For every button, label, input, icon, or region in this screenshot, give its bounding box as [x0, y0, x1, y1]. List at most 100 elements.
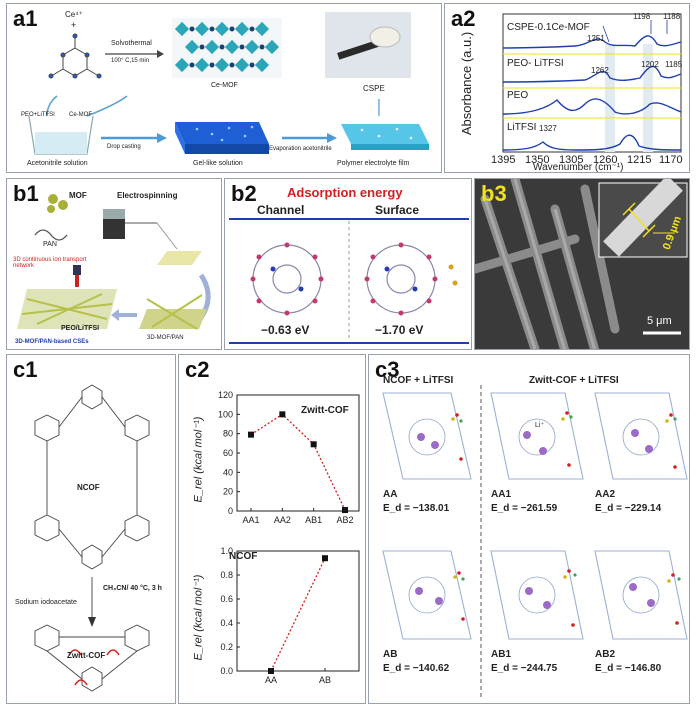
- a2-xtick: 1395: [491, 154, 516, 166]
- cell-energy: E_d = −261.59: [491, 503, 558, 514]
- gel-tray: [175, 122, 269, 154]
- panel-b1: b1 MOF Electrospinning PAN 3D continuous…: [6, 178, 222, 350]
- zwitt-ylabel: E_rel (kcal mol⁻¹): [192, 416, 205, 503]
- x-tick-label: AA: [265, 675, 277, 685]
- b2-title: Adsorption energy: [287, 185, 403, 200]
- c3-structures: [382, 385, 688, 699]
- x-tick-label: AB1: [305, 515, 322, 525]
- series-line: [250, 413, 346, 511]
- y-tick-label: 0.4: [220, 618, 233, 628]
- c2-label: c2: [185, 357, 210, 382]
- ce-mof-small-label: Ce-MOF: [69, 112, 92, 118]
- ce-mof-structure: [172, 18, 282, 78]
- c3-head-right: Zwitt-COF + LiTFSI: [529, 375, 619, 386]
- cell-name: AB: [383, 649, 398, 660]
- peak-1185: 1185: [665, 60, 683, 69]
- c3-label: c3: [375, 357, 400, 382]
- y-tick-label: 60: [223, 448, 233, 458]
- mof-pan-label: 3D-MOF/PAN: [147, 335, 184, 341]
- cell-energy: E_d = −138.01: [383, 503, 450, 514]
- c1-label: c1: [13, 357, 38, 382]
- y-tick-label: 1.0: [220, 546, 233, 556]
- peak-1262: 1262: [591, 66, 609, 75]
- cell-name: AA1: [491, 489, 512, 500]
- surface-label: Surface: [375, 203, 420, 217]
- ncof-label: NCOF: [77, 483, 100, 492]
- ftir-spectra: [502, 13, 682, 153]
- cell-energy: E_d = −229.14: [595, 503, 662, 514]
- cell-name: AB1: [491, 649, 512, 660]
- a2-xtick: 1170: [659, 154, 683, 166]
- a2-xlabel: Wavenumber (cm⁻¹): [533, 162, 624, 173]
- step3-label: Polymer electrolyte film: [337, 160, 410, 167]
- zwitt-cof-label: Zwitt-COF: [67, 651, 106, 660]
- x-tick-label: AA2: [274, 515, 291, 525]
- ce-ion-label: Ce⁴⁺: [65, 10, 83, 19]
- y-tick-label: 20: [223, 487, 233, 497]
- plus-sign: +: [71, 20, 77, 30]
- zwitt-chart-title: Zwitt-COF: [301, 405, 349, 416]
- cell-energy: E_d = −140.62: [383, 663, 450, 674]
- peak-1198: 1198: [633, 12, 651, 21]
- cses-label: 3D-MOF/PAN-based CSEs: [15, 339, 89, 345]
- channel-label: Channel: [257, 203, 305, 217]
- drop-casting-label: Drop casting: [107, 144, 141, 150]
- plot-frame: [236, 550, 360, 672]
- panel-a1: a1 Ce⁴⁺ + Solvothermal 100° C,15 min Ce-…: [6, 3, 442, 173]
- pan-label: PAN: [43, 241, 57, 248]
- reaction-conditions: CH₃CN/ 40 °C, 3 h: [103, 585, 162, 592]
- b1-label: b1: [13, 181, 39, 206]
- solvothermal-label: Solvothermal: [111, 40, 152, 47]
- panel-c3: c3 NCOF + LiTFSI Zwitt-COF + LiTFSI Li⁺ …: [368, 354, 690, 704]
- a1-label: a1: [13, 6, 38, 31]
- cell-name: AA: [383, 489, 398, 500]
- x-tick-label: AB2: [336, 515, 353, 525]
- panel-b2: b2 Adsorption energy Channel Surface −0.…: [224, 178, 472, 350]
- reagent-label: Sodium iodoacetate: [15, 599, 77, 606]
- data-point: [279, 411, 286, 418]
- a2-xtick: 1215: [627, 154, 652, 166]
- x-tick-label: AB: [319, 675, 331, 685]
- c1-structures: [34, 384, 150, 692]
- cell-energy: E_d = −146.80: [595, 663, 662, 674]
- electrospinning-label: Electrospinning: [117, 191, 178, 200]
- sem-image: [475, 179, 689, 349]
- series-peo-litfsi: PEO- LiTFSI: [507, 58, 564, 69]
- panel-a2: a2 Absorbance (a.u.) CSPE-0.1Ce-MOF PEO-…: [444, 3, 690, 173]
- y-tick-label: 0.8: [220, 570, 233, 580]
- cspe-photo: [325, 12, 411, 78]
- series-line: [270, 557, 326, 672]
- peak-1251: 1251: [587, 34, 605, 43]
- a2-xtick: 1260: [593, 154, 618, 166]
- y-tick-label: 0.6: [220, 594, 233, 604]
- a2-label: a2: [451, 6, 476, 31]
- y-tick-label: 0: [228, 506, 233, 516]
- energy-surface: −1.70 eV: [375, 323, 424, 337]
- spectra-lines: [502, 35, 682, 151]
- b1-illustration: [17, 194, 211, 330]
- x-tick-label: AA1: [242, 515, 259, 525]
- data-point: [322, 555, 328, 562]
- b2-label: b2: [231, 181, 257, 206]
- ce-mof-label: Ce-MOF: [211, 82, 238, 89]
- y-tick-label: 80: [223, 429, 233, 439]
- scale-bar-label: 5 μm: [647, 315, 672, 327]
- electrolyte-film: [341, 124, 429, 150]
- step1-label: Acetonitrile solution: [27, 160, 88, 167]
- b3-label: b3: [481, 181, 507, 206]
- b2-structures: [229, 218, 469, 344]
- energy-channel: −0.63 eV: [261, 323, 310, 337]
- cell-energy: E_d = −244.75: [491, 663, 558, 674]
- network-label: 3D continuous ion transport network: [13, 257, 87, 269]
- fiber-network: [17, 289, 117, 329]
- li-ion-label: Li⁺: [535, 422, 545, 429]
- y-tick-label: 100: [218, 409, 233, 419]
- peo-litfsi-label: PEO+LiTFSI: [21, 112, 55, 118]
- a2-ylabel: Absorbance (a.u.): [459, 31, 475, 136]
- evaporation-label: Evaporation acetonitrile: [269, 146, 332, 152]
- y-tick-label: 120: [218, 390, 233, 400]
- peo-litfsi-label: PEO/LiTFSI: [61, 325, 100, 332]
- cspe-label: CSPE: [363, 84, 385, 93]
- y-tick-label: 0.2: [220, 642, 233, 652]
- panel-b3: b3 0.9 μm 5 μm: [474, 178, 690, 350]
